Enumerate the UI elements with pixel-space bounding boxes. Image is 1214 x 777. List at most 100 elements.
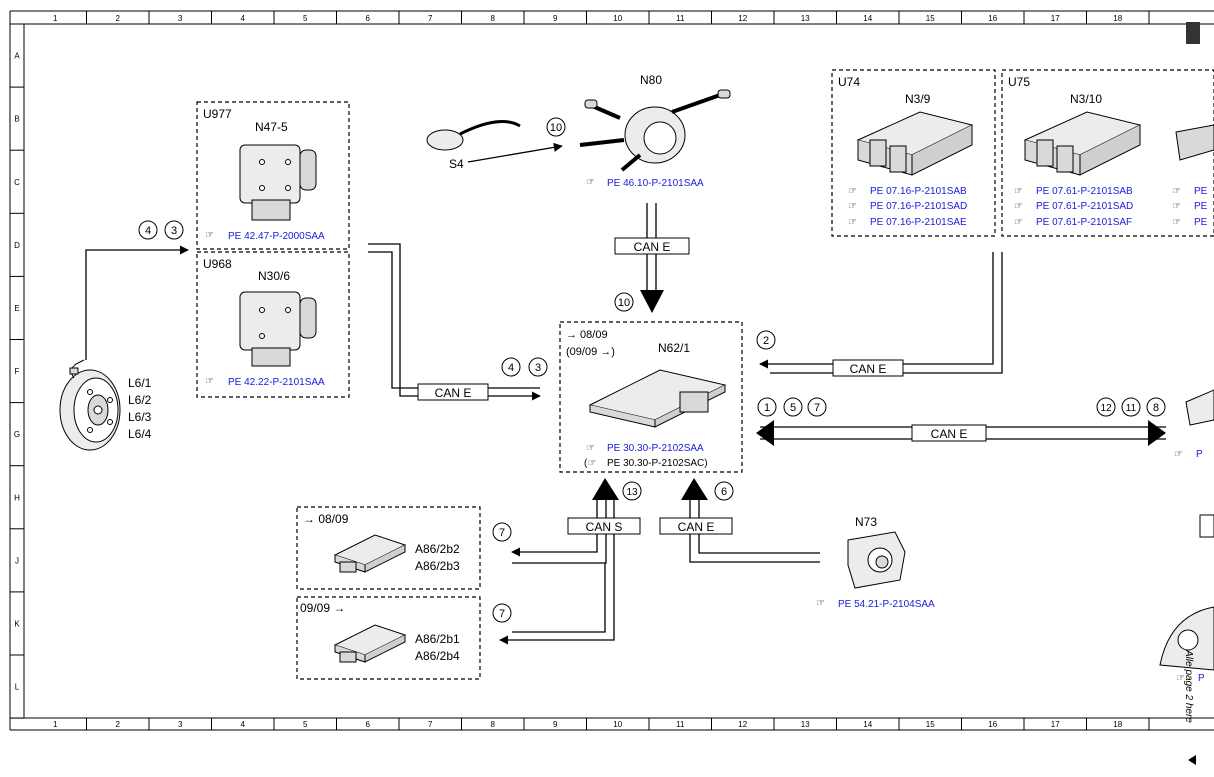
u968-ref-link[interactable]: PE 42.22-P-2101SAA	[228, 377, 325, 388]
circle-left-3	[528, 357, 548, 377]
bus-can-s-a86-bottom-inner	[512, 563, 606, 633]
grid-col-bottom-5: 5	[303, 720, 308, 729]
grid-col-bottom-17: 17	[1051, 720, 1060, 729]
grid-col-top-17: 17	[1051, 14, 1060, 23]
group-a86-top	[296, 506, 481, 590]
u75-ref-1[interactable]: PE 07.61-P-2101SAB	[1036, 186, 1133, 197]
bus-can-e-box	[659, 517, 733, 535]
engine-control-unit-n3-10	[1023, 111, 1214, 176]
frame	[9, 10, 1214, 731]
circle-a86-bottom	[492, 603, 512, 623]
group-u74	[831, 69, 996, 237]
grid-col-bottom-6: 6	[366, 720, 371, 729]
hydraulic-unit-n30	[239, 291, 317, 367]
next-page-arrow[interactable]	[1188, 755, 1196, 765]
svg-text:☞: ☞	[1172, 201, 1181, 212]
radar-sensor-unit-n62	[588, 369, 727, 428]
circle-5: 5	[790, 402, 796, 414]
cut-off-bracket	[1199, 514, 1214, 538]
circle-a86-top	[492, 522, 512, 542]
circle-right-upper	[756, 330, 776, 350]
circle-13-label: 13	[626, 487, 638, 498]
bus-right-lower-arrow-left	[756, 420, 774, 446]
grid-col-top-1: 1	[53, 14, 58, 23]
grid-col-top-18: 18	[1113, 14, 1122, 23]
bus-right-upper-label: CAN E	[850, 362, 887, 376]
bus-can-s-label: CAN S	[586, 520, 623, 534]
n73-ref-link[interactable]: PE 54.21-P-2104SAA	[838, 599, 935, 610]
circle-n80	[546, 117, 566, 137]
grid-row-L: L	[15, 683, 20, 692]
grid-col-top-14: 14	[863, 14, 872, 23]
bus-can-s-box	[567, 517, 641, 535]
u977-ref-link[interactable]: PE 42.47-P-2000SAA	[228, 231, 325, 242]
grid-col-top-13: 13	[801, 14, 810, 23]
grid-col-top-12: 12	[738, 14, 747, 23]
cut-off-component-right	[1185, 389, 1214, 426]
n62-ref2-icon: (☞	[584, 458, 596, 469]
grid-col-top-10: 10	[613, 14, 622, 23]
switch-s4	[426, 120, 521, 151]
bus-left-label: CAN E	[435, 386, 472, 400]
circle-left-3-label: 3	[535, 362, 541, 374]
bus-right-upper-outer	[759, 252, 994, 369]
grid-col-bottom-16: 16	[988, 720, 997, 729]
u74-ref-1[interactable]: PE 07.16-P-2101SAB	[870, 186, 967, 197]
grid-col-top-8: 8	[491, 14, 496, 23]
right-cut-ref2-icon: ☞	[1176, 673, 1185, 684]
group-u75	[1001, 69, 1214, 237]
sensor-labels: L6/1 L6/2 L6/3 L6/4	[128, 376, 152, 441]
right-cut-ref2-link[interactable]: P	[1198, 673, 1205, 684]
u74-component: N3/9	[905, 92, 931, 106]
u74-ref-2[interactable]: PE 07.16-P-2101SAD	[870, 201, 967, 212]
antenna-module-a86-top	[333, 534, 407, 573]
group-n62	[559, 321, 743, 473]
bus-can-s-arrow	[592, 478, 619, 500]
u75-cut-ref-2[interactable]: PE	[1194, 201, 1208, 212]
grid-row-K: K	[14, 619, 20, 628]
right-cut-ref-icon: ☞	[1174, 449, 1183, 460]
u968-code: U968	[203, 257, 232, 271]
grid-col-top-9: 9	[553, 14, 558, 23]
grid-col-bottom-8: 8	[491, 720, 496, 729]
grid-col-bottom-2: 2	[116, 720, 121, 729]
grid-col-top-4: 4	[241, 14, 246, 23]
n62-ref1-link[interactable]: PE 30.30-P-2102SAA	[607, 443, 704, 454]
grid-col-top-5: 5	[303, 14, 308, 23]
u74-code: U74	[838, 75, 860, 89]
svg-text:☞: ☞	[1014, 201, 1023, 212]
u75-cut-ref-3[interactable]: PE	[1194, 217, 1208, 228]
u75-cut-ref-1[interactable]: PE	[1194, 186, 1208, 197]
svg-text:☞: ☞	[1014, 217, 1023, 228]
grid-row-E: E	[14, 304, 19, 313]
u977-code: U977	[203, 107, 232, 121]
a86-top-date: → 08/09	[303, 512, 349, 526]
u75-component: N3/10	[1070, 92, 1102, 106]
grid-col-top-6: 6	[366, 14, 371, 23]
bus-left-box	[417, 383, 489, 401]
svg-text:☞: ☞	[1172, 217, 1181, 228]
engine-control-unit-n3-9	[856, 111, 974, 176]
circle-left-4	[501, 357, 521, 377]
n80-ref-link[interactable]: PE 46.10-P-2101SAA	[607, 178, 704, 189]
n73-label: N73	[855, 515, 877, 529]
n62-ref2-link[interactable]: PE 30.30-P-2102SAC)	[607, 458, 708, 469]
bus-right-upper-box	[832, 359, 904, 377]
bus-top-box	[614, 237, 690, 255]
svg-text:☞: ☞	[848, 186, 857, 197]
u75-ref-2[interactable]: PE 07.61-P-2101SAD	[1036, 201, 1133, 212]
u74-ref-3[interactable]: PE 07.16-P-2101SAE	[870, 217, 967, 228]
circle-13	[622, 481, 642, 501]
right-cut-ref-link[interactable]: P	[1196, 449, 1203, 460]
circle-11: 11	[1126, 403, 1137, 414]
n62-date-until: (09/09 →)	[566, 346, 615, 358]
circle-left-4-label: 4	[508, 362, 514, 374]
group-u968	[196, 251, 350, 398]
grid-col-bottom-12: 12	[738, 720, 747, 729]
group-a86-bottom	[296, 596, 481, 680]
grid-row-D: D	[14, 241, 20, 250]
u75-ref-3[interactable]: PE 07.61-P-2101SAF	[1036, 217, 1132, 228]
grid-col-bottom-7: 7	[428, 720, 433, 729]
grid-row-C: C	[14, 178, 20, 187]
bus-can-s-a86-bottom	[499, 500, 615, 645]
